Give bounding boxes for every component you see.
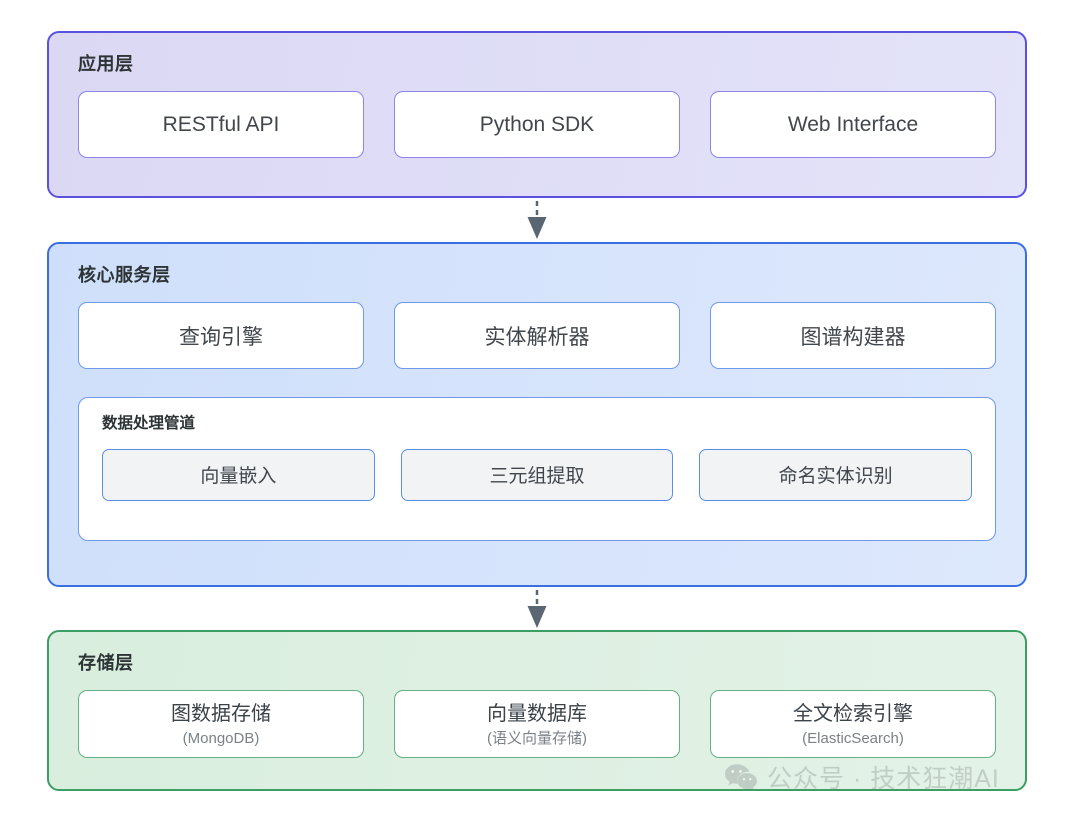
card-graph-data-store[interactable]: 图数据存储 (MongoDB) (78, 690, 364, 758)
card-sublabel: (ElasticSearch) (802, 729, 904, 747)
card-sublabel: (语义向量存储) (487, 729, 587, 747)
card-fulltext-search-engine[interactable]: 全文检索引擎 (ElasticSearch) (710, 690, 996, 758)
card-vector-database[interactable]: 向量数据库 (语义向量存储) (394, 690, 680, 758)
card-label: Web Interface (787, 112, 919, 136)
card-label: 实体解析器 (484, 325, 590, 349)
pipeline-title: 数据处理管道 (102, 415, 196, 432)
card-label: 查询引擎 (179, 325, 263, 349)
architecture-diagram: 应用层 RESTful API Python SDK Web Interface… (47, 31, 1027, 791)
chip-named-entity-recognition[interactable]: 命名实体识别 (699, 448, 973, 501)
card-label: 全文检索引擎 (793, 702, 913, 725)
card-label: Python SDK (479, 112, 595, 136)
layer-core-service: 核心服务层 查询引擎 实体解析器 图谱构建器 数据处理管道 向量嵌入 三元组提取 (47, 242, 1027, 587)
chip-label: 命名实体识别 (778, 466, 893, 487)
layer-storage-title: 存储层 (78, 653, 134, 673)
core-service-card-row: 查询引擎 实体解析器 图谱构建器 (78, 302, 996, 369)
layer-storage: 存储层 图数据存储 (MongoDB) 向量数据库 (语义向量存储) 全文检索引… (47, 630, 1027, 791)
chip-triple-extraction[interactable]: 三元组提取 (400, 448, 674, 501)
card-label: 图谱构建器 (800, 325, 906, 349)
connector-core-to-storage (47, 587, 1027, 631)
chip-label: 三元组提取 (489, 466, 585, 487)
data-processing-pipeline: 数据处理管道 向量嵌入 三元组提取 命名实体识别 (78, 397, 996, 541)
card-label: 向量数据库 (487, 702, 587, 725)
card-entity-resolver[interactable]: 实体解析器 (394, 302, 680, 369)
card-restful-api[interactable]: RESTful API (78, 91, 364, 158)
layer-core-service-title: 核心服务层 (78, 265, 171, 285)
card-label: 图数据存储 (171, 702, 271, 725)
connector-app-to-core (47, 198, 1027, 242)
layer-application: 应用层 RESTful API Python SDK Web Interface (47, 31, 1027, 198)
card-graph-builder[interactable]: 图谱构建器 (710, 302, 996, 369)
application-card-row: RESTful API Python SDK Web Interface (78, 91, 996, 158)
card-label: RESTful API (162, 112, 280, 136)
card-web-interface[interactable]: Web Interface (710, 91, 996, 158)
pipeline-chip-row: 向量嵌入 三元组提取 命名实体识别 (102, 448, 973, 501)
card-sublabel: (MongoDB) (182, 729, 260, 747)
layer-application-title: 应用层 (78, 54, 134, 74)
storage-card-row: 图数据存储 (MongoDB) 向量数据库 (语义向量存储) 全文检索引擎 (E… (78, 690, 996, 758)
card-python-sdk[interactable]: Python SDK (394, 91, 680, 158)
chip-vector-embedding[interactable]: 向量嵌入 (102, 448, 375, 501)
chip-label: 向量嵌入 (200, 466, 277, 487)
card-query-engine[interactable]: 查询引擎 (78, 302, 364, 369)
